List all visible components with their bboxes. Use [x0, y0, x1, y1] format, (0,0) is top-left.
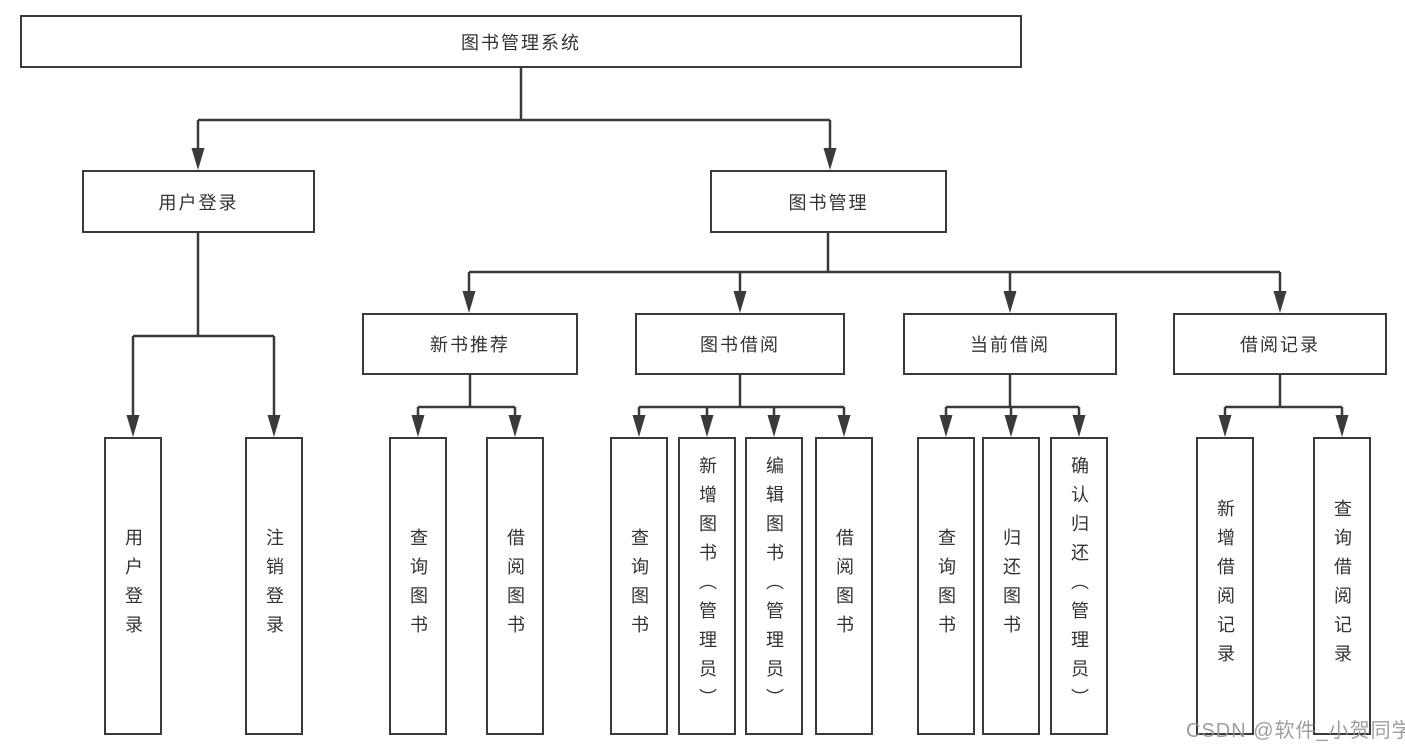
- arrow-icon: [191, 148, 205, 170]
- node-label: 借阅图书: [834, 528, 854, 644]
- leaf-edit-book-admin: 编辑图书（管理员）: [745, 437, 803, 735]
- arrow-icon: [1218, 415, 1232, 437]
- leaf-add-borrow-record: 新增借阅记录: [1196, 437, 1254, 735]
- node-label: 查询图书: [936, 528, 956, 644]
- arrow-icon: [1003, 291, 1017, 313]
- arrow-icon: [267, 415, 281, 437]
- node-label: 新书推荐: [430, 335, 510, 355]
- edge-currentborrow-group: [944, 375, 1081, 417]
- arrow-icon: [1072, 415, 1086, 437]
- node-label: 新增图书（管理员）: [697, 455, 717, 717]
- leaf-borrow-books: 借阅图书: [815, 437, 873, 735]
- edge-userlogin-group: [131, 233, 276, 417]
- arrow-icon: [1273, 291, 1287, 313]
- leaf-return-books: 归还图书: [982, 437, 1040, 735]
- node-label: 图书管理系统: [461, 32, 581, 53]
- edge-bookmgmt-to-level3: [467, 233, 1282, 293]
- leaf-query-books-borrow: 查询图书: [610, 437, 668, 735]
- node-label: 查询图书: [629, 528, 649, 644]
- arrow-icon: [411, 415, 425, 437]
- node-borrow-records: 借阅记录: [1173, 313, 1387, 375]
- leaf-borrow-books-recommend: 借阅图书: [486, 437, 544, 735]
- arrow-icon: [939, 415, 953, 437]
- node-label: 借阅图书: [505, 528, 525, 644]
- node-user-login: 用户登录: [82, 170, 315, 233]
- node-label: 用户登录: [123, 528, 143, 644]
- arrow-icon: [632, 415, 646, 437]
- node-label: 归还图书: [1001, 528, 1021, 644]
- node-label: 查询借阅记录: [1332, 499, 1352, 673]
- leaf-query-borrow-record: 查询借阅记录: [1313, 437, 1371, 735]
- node-label: 新增借阅记录: [1215, 499, 1235, 673]
- leaf-query-books-current: 查询图书: [917, 437, 975, 735]
- csdn-watermark: CSDN @软件_小贺同学: [1186, 720, 1405, 742]
- leaf-confirm-return-admin: 确认归还（管理员）: [1050, 437, 1108, 735]
- node-label: 注销登录: [264, 528, 284, 644]
- leaf-query-books-recommend: 查询图书: [389, 437, 447, 735]
- edge-bookborrow-group: [637, 375, 846, 417]
- arrow-icon: [1335, 415, 1349, 437]
- node-label: 图书借阅: [700, 335, 780, 355]
- node-book-management: 图书管理: [710, 170, 947, 233]
- node-current-borrow: 当前借阅: [903, 313, 1117, 375]
- arrow-icon: [1004, 415, 1018, 437]
- arrow-icon: [733, 291, 747, 313]
- arrowheads: [126, 148, 1349, 437]
- leaf-user-login: 用户登录: [104, 437, 162, 735]
- node-label: 图书管理: [788, 192, 869, 213]
- leaf-logout: 注销登录: [245, 437, 303, 735]
- node-label: 确认归还（管理员）: [1069, 455, 1089, 717]
- edge-borrowrecords-group: [1223, 375, 1344, 417]
- node-label: 编辑图书（管理员）: [764, 455, 784, 717]
- leaf-add-book-admin: 新增图书（管理员）: [678, 437, 736, 735]
- arrow-icon: [508, 415, 522, 437]
- node-label: 查询图书: [408, 528, 428, 644]
- arrow-icon: [126, 415, 140, 437]
- node-book-borrow: 图书借阅: [635, 313, 845, 375]
- edge-newbook-group: [416, 375, 517, 417]
- node-library-system: 图书管理系统: [20, 15, 1022, 68]
- node-label: 用户登录: [158, 192, 239, 213]
- node-label: 借阅记录: [1240, 335, 1320, 355]
- node-new-book-recommend: 新书推荐: [362, 313, 578, 375]
- arrow-icon: [462, 291, 476, 313]
- arrow-icon: [823, 148, 837, 170]
- edge-root-to-level2: [196, 68, 832, 150]
- node-label: 当前借阅: [970, 335, 1050, 355]
- arrow-icon: [767, 415, 781, 437]
- arrow-icon: [700, 415, 714, 437]
- arrow-icon: [837, 415, 851, 437]
